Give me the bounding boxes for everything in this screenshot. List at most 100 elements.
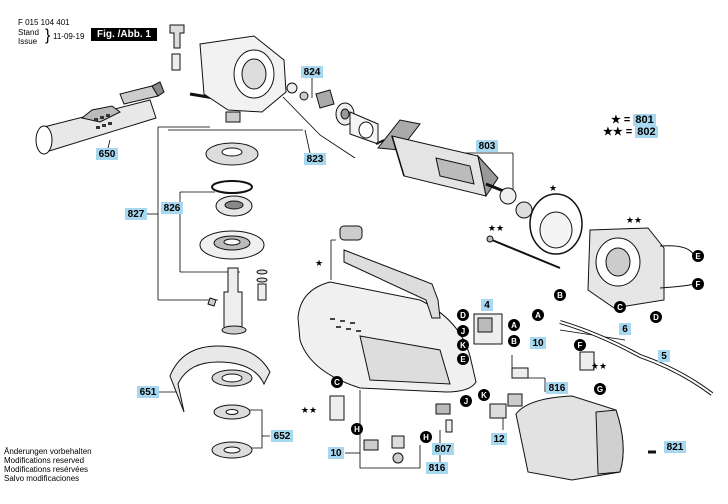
star-mark: ★★ [301,405,317,415]
label-text: 652 [274,431,291,442]
label-824: 824 [301,66,323,78]
label-text: 650 [99,149,116,160]
callout-C-stator: C [614,301,626,313]
callout-E-brush: E [457,353,469,365]
label-651: 651 [137,386,159,398]
star-mark: ★ [549,183,557,193]
part-labels: 824 650 823 803 827 826 4 6 [96,66,686,474]
parts [35,24,714,481]
callout-J-brush: J [457,325,469,337]
armature [377,119,533,219]
modification-notes: Änderungen vorbehalten Modifications res… [4,447,92,483]
label-text: 827 [128,209,145,220]
issue-date: 11-09-19 [53,32,85,41]
callout-A-brush: A [508,319,520,331]
callout-text: B [511,337,517,346]
star-mark: ★ [315,258,323,268]
figure-label: Fig. /Abb. 1 [91,28,157,41]
label-816-lower: 816 [426,462,448,474]
star-mark: ★★ [591,361,607,371]
callout-H-left: H [351,423,363,435]
note-fr: Modifications resérvées [4,465,89,474]
note-de: Änderungen vorbehalten [4,447,92,456]
callout-K-brush: K [457,339,469,351]
callout-text: J [464,397,468,406]
callout-F-stator: F [692,278,704,290]
legend-stars: ★ [611,114,621,126]
label-12: 12 [491,433,507,445]
label-text: 4 [484,300,490,311]
callout-D-brush: D [457,309,469,321]
label-text: 826 [164,203,181,214]
stand-label: Stand [18,28,39,37]
callout-text: F [578,341,583,350]
label-text: 803 [479,141,496,152]
callout-text: G [597,385,603,394]
label-652: 652 [271,430,293,442]
brace: } [45,27,51,44]
callout-text: E [460,355,466,364]
label-650: 650 [96,148,118,160]
label-816-upper: 816 [546,382,568,394]
note-es: Salvo modificaciones [4,474,80,483]
callout-B-brush: B [508,335,520,347]
label-821: 821 [664,441,686,453]
star-marks: ★ ★★ ★★ ★ ★★ ★★ [301,183,642,415]
callout-H-right: H [420,431,432,443]
callout-text: A [535,311,541,320]
callout-text: H [354,425,360,434]
callout-text: D [460,311,466,320]
label-4: 4 [481,299,493,311]
callout-text: E [695,252,701,261]
legend-802: ★★ = 802 [603,126,658,138]
label-text: 10 [330,448,342,459]
callout-text: F [696,280,701,289]
label-text: 6 [622,324,628,335]
callout-E-stator: E [692,250,704,262]
callout-G-right: G [594,383,606,395]
legend-code: 802 [635,126,658,138]
label-10-lower: 10 [328,447,344,459]
callout-text: H [423,433,429,442]
callout-text: D [653,313,659,322]
callout-text: B [557,291,563,300]
callout-J-lower: J [460,395,472,407]
callout-C-left: C [331,376,343,388]
label-text: 816 [429,463,446,474]
callout-A-cable: A [532,309,544,321]
label-text: 10 [532,338,544,349]
label-6: 6 [619,323,631,335]
label-text: 816 [549,383,566,394]
label-text: 807 [435,444,452,455]
gear-housing [199,35,287,123]
callout-text: C [617,303,623,312]
aux-handle [35,81,165,155]
callout-K-lower: K [478,389,490,401]
label-827: 827 [125,208,147,220]
callout-text: K [481,391,487,400]
legend-stars: ★★ [603,126,623,138]
label-803: 803 [476,140,498,152]
legend-801: ★ = 801 [611,114,656,126]
letter-callouts: E F C D B A D A J B K E F G C H H J K [331,250,704,443]
stator [587,227,695,309]
callout-F-right: F [574,339,586,351]
note-en: Modifications reserved [4,456,85,465]
label-text: 824 [304,67,321,78]
callout-text: J [461,327,465,336]
label-826: 826 [161,202,183,214]
callout-text: K [460,341,466,350]
callout-text: C [334,378,340,387]
star-mark: ★★ [488,223,504,233]
star-mark: ★★ [626,215,642,225]
label-text: 12 [493,434,505,445]
motor-housing [297,281,477,393]
callout-text: A [511,321,517,330]
issue-label: Issue [18,37,38,46]
label-text: 821 [667,442,684,453]
callout-D-stator: D [650,311,662,323]
wheel-guard [169,345,271,413]
label-text: 651 [140,387,157,398]
label-text: 823 [307,154,324,165]
